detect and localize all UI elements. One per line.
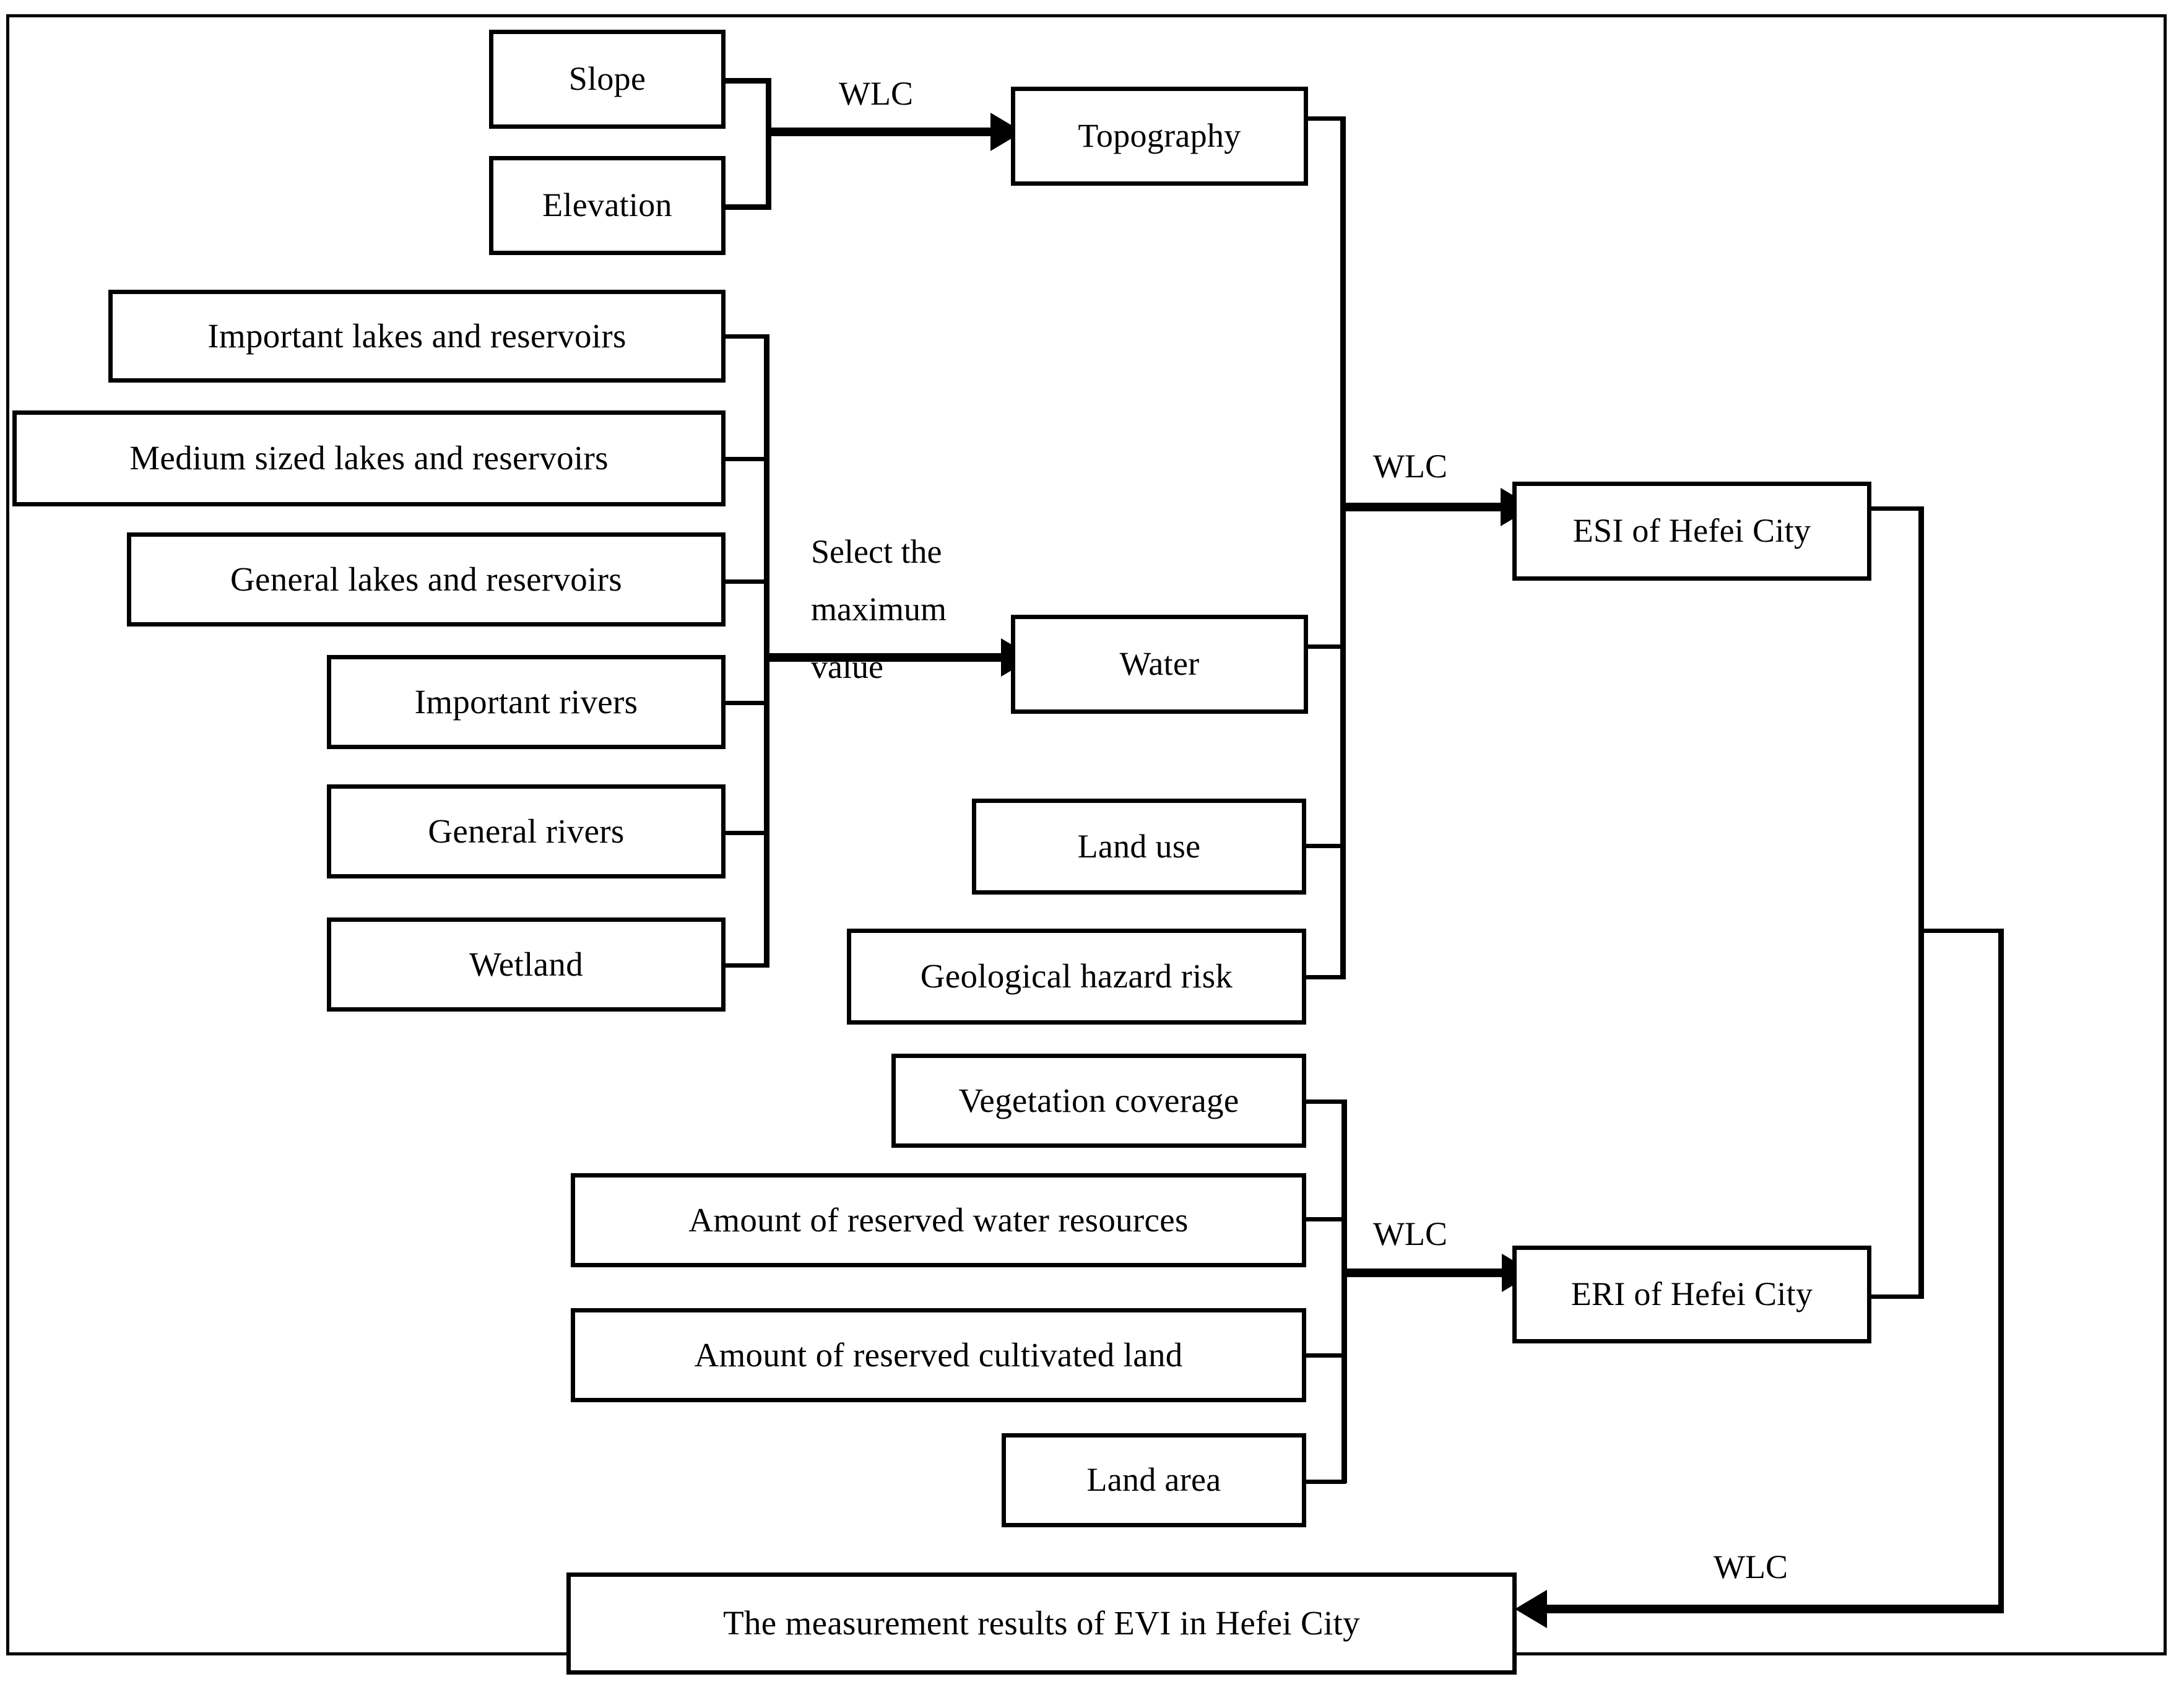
node-reserved-cultivated-land[interactable]: Amount of reserved cultivated land (571, 1308, 1306, 1402)
edge-label-wlc-topography: WLC (839, 75, 913, 112)
node-elevation[interactable]: Elevation (489, 156, 726, 255)
node-general-lakes[interactable]: General lakes and reservoirs (127, 532, 726, 627)
node-medium-lakes-label: Medium sized lakes and reservoirs (129, 439, 609, 477)
node-eri[interactable]: ERI of Hefei City (1512, 1246, 1871, 1343)
node-medium-lakes[interactable]: Medium sized lakes and reservoirs (12, 410, 726, 506)
node-esi[interactable]: ESI of Hefei City (1512, 482, 1871, 581)
edge-label-select-maximum-value: Select the maximum value (811, 523, 947, 696)
node-water[interactable]: Water (1011, 615, 1308, 714)
connector-water-out (1304, 644, 1346, 649)
node-land-use[interactable]: Land use (972, 799, 1306, 895)
node-reserved-water-resources-label: Amount of reserved water resources (688, 1200, 1189, 1239)
node-important-lakes[interactable]: Important lakes and reservoirs (108, 290, 726, 383)
node-reserved-water-resources[interactable]: Amount of reserved water resources (571, 1173, 1306, 1267)
arrow-esi-line (1340, 503, 1504, 511)
connector-eri-right-stub (1867, 1295, 1924, 1299)
connector-eri-bus (1341, 1099, 1347, 1483)
arrow-topography-line (766, 128, 995, 136)
connector-general-rivers-stub (721, 831, 769, 835)
node-vegetation-coverage[interactable]: Vegetation coverage (891, 1054, 1306, 1148)
node-slope-label: Slope (568, 60, 646, 98)
node-general-lakes-label: General lakes and reservoirs (230, 560, 622, 598)
connector-merge-to-outer (1918, 929, 2003, 933)
node-eri-label: ERI of Hefei City (1571, 1275, 1813, 1313)
connector-esi-right-down (1918, 506, 1924, 934)
connector-esi-bus (1340, 116, 1346, 979)
node-topography-label: Topography (1078, 117, 1241, 155)
connector-geological-out (1302, 975, 1346, 979)
arrow-evi-head (1515, 1590, 1547, 1628)
node-elevation-label: Elevation (542, 186, 672, 224)
node-important-rivers-label: Important rivers (414, 682, 638, 721)
node-wetland-label: Wetland (469, 945, 583, 983)
connector-outer-down-to-evi (1998, 929, 2004, 1613)
node-evi-result-label: The measurement results of EVI in Hefei … (723, 1604, 1360, 1642)
connector-medium-lakes-stub (721, 457, 769, 461)
edge-label-wlc-eri: WLC (1373, 1215, 1447, 1252)
connector-land-area-stub (1302, 1480, 1346, 1484)
connector-reserved-water-stub (1302, 1217, 1346, 1221)
connector-important-rivers-stub (721, 701, 769, 705)
node-water-label: Water (1119, 645, 1200, 683)
edge-label-select-line3: value (811, 648, 883, 685)
connector-elevation-stub (721, 204, 771, 210)
node-evi-result[interactable]: The measurement results of EVI in Hefei … (566, 1572, 1517, 1675)
edge-label-select-line1: Select the (811, 533, 942, 570)
connector-land-use-out (1302, 844, 1346, 848)
edge-label-wlc-evi: WLC (1714, 1548, 1788, 1585)
connector-water-bus (764, 334, 769, 968)
node-geological-hazard-risk[interactable]: Geological hazard risk (847, 929, 1306, 1025)
node-important-rivers[interactable]: Important rivers (327, 655, 726, 749)
connector-vegetation-stub (1302, 1099, 1346, 1104)
node-important-lakes-label: Important lakes and reservoirs (207, 316, 626, 355)
connector-eri-right-up (1918, 929, 1924, 1299)
connector-topography-bus (766, 78, 771, 210)
node-topography[interactable]: Topography (1011, 87, 1308, 186)
node-land-area[interactable]: Land area (1002, 1433, 1306, 1527)
node-vegetation-coverage-label: Vegetation coverage (958, 1081, 1239, 1119)
connector-slope-stub (721, 78, 771, 84)
connector-reserved-land-stub (1302, 1353, 1346, 1358)
connector-esi-right-stub (1867, 506, 1924, 511)
node-reserved-cultivated-land-label: Amount of reserved cultivated land (694, 1335, 1183, 1374)
node-land-area-label: Land area (1086, 1461, 1221, 1499)
arrow-water-line (764, 653, 1005, 662)
edge-label-wlc-esi: WLC (1373, 448, 1447, 485)
node-general-rivers-label: General rivers (428, 812, 625, 850)
connector-important-lakes-stub (721, 334, 769, 339)
arrow-eri-line (1341, 1269, 1506, 1277)
node-general-rivers[interactable]: General rivers (327, 784, 726, 878)
connector-topography-out (1304, 116, 1346, 121)
node-land-use-label: Land use (1077, 827, 1201, 865)
node-esi-label: ESI of Hefei City (1572, 512, 1811, 550)
connector-general-lakes-stub (721, 579, 769, 584)
arrow-evi-line (1546, 1605, 2004, 1613)
edge-label-select-line2: maximum (811, 590, 947, 628)
node-geological-hazard-risk-label: Geological hazard risk (920, 957, 1233, 995)
connector-wetland-stub (721, 963, 769, 968)
node-wetland[interactable]: Wetland (327, 917, 726, 1012)
node-slope[interactable]: Slope (489, 30, 726, 129)
